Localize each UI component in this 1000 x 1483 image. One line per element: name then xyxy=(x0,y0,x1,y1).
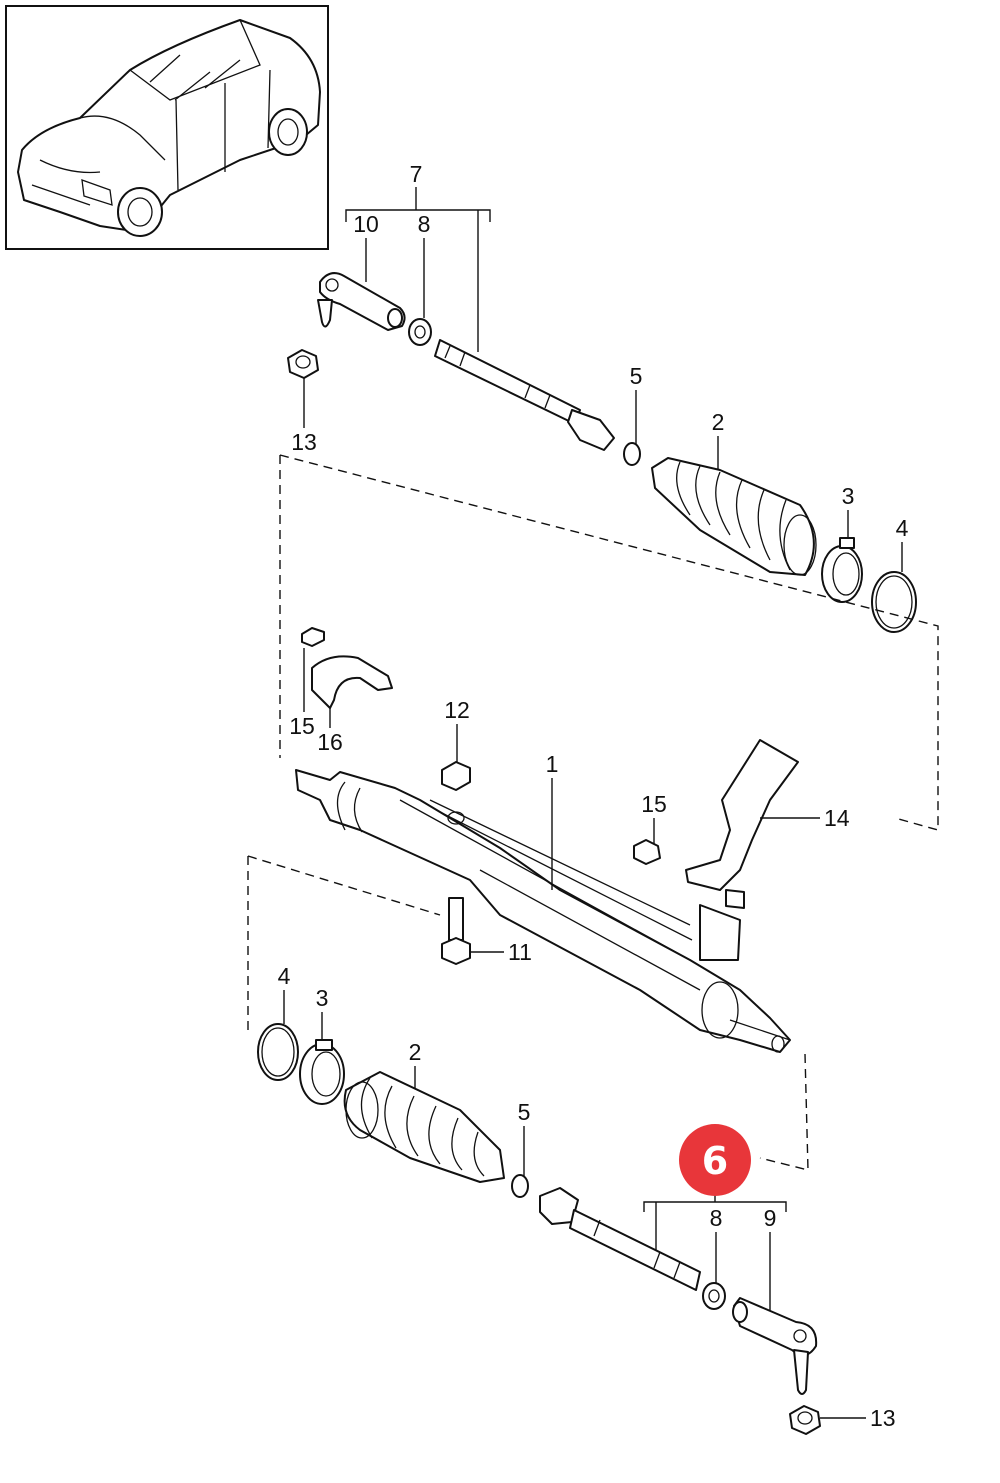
label-4-top: 4 xyxy=(896,515,909,541)
label-7: 7 xyxy=(410,161,423,187)
steering-rack-1[interactable] xyxy=(295,769,791,1053)
clip-5-bottom[interactable] xyxy=(511,1174,529,1198)
boot-2-bottom[interactable] xyxy=(343,1071,505,1183)
tie-rod-end-top[interactable] xyxy=(317,272,406,331)
badge-circle xyxy=(679,1124,751,1196)
label-14: 14 xyxy=(824,805,850,831)
label-15-right: 15 xyxy=(641,791,667,817)
mounting-bracket-14[interactable] xyxy=(685,739,799,891)
nut-8-top[interactable] xyxy=(408,318,432,346)
o-ring-4-top[interactable] xyxy=(871,571,917,633)
label-15-left: 15 xyxy=(289,713,315,739)
nut-12[interactable] xyxy=(441,761,471,791)
label-8-top: 8 xyxy=(418,211,431,237)
label-9: 9 xyxy=(764,1205,777,1231)
label-16: 16 xyxy=(317,729,343,755)
bolt-15-left[interactable] xyxy=(301,627,325,647)
label-13-top: 13 xyxy=(291,429,317,455)
inner-tie-rod-bottom[interactable] xyxy=(539,1187,701,1291)
tie-rod-end-bottom[interactable] xyxy=(732,1297,818,1395)
badge-6: 6 xyxy=(679,1124,751,1196)
label-5-bottom: 5 xyxy=(518,1099,531,1125)
label-8-bottom: 8 xyxy=(710,1205,723,1231)
label-5-top: 5 xyxy=(630,363,643,389)
nut-8-bottom[interactable] xyxy=(702,1282,726,1310)
clamp-3-bottom[interactable] xyxy=(299,1039,345,1105)
clamp-bracket-16[interactable] xyxy=(311,655,393,709)
clip-5-top[interactable] xyxy=(623,442,641,466)
label-4-bottom: 4 xyxy=(278,963,291,989)
label-10: 10 xyxy=(353,211,379,237)
label-11: 11 xyxy=(508,939,532,965)
label-3-top: 3 xyxy=(842,483,855,509)
label-13-bottom: 13 xyxy=(870,1405,896,1431)
label-1: 1 xyxy=(546,751,559,777)
label-3-bottom: 3 xyxy=(316,985,329,1011)
label-12: 12 xyxy=(444,697,470,723)
bracket-7 xyxy=(345,187,491,352)
car-thumbnail-icon[interactable] xyxy=(5,5,329,250)
bolt-11[interactable] xyxy=(441,897,471,965)
boot-2-top[interactable] xyxy=(651,457,817,576)
o-ring-4-bottom[interactable] xyxy=(257,1023,299,1081)
label-2-bottom: 2 xyxy=(409,1039,422,1065)
badge-label-6: 6 xyxy=(702,1139,728,1183)
nut-13-top[interactable] xyxy=(287,349,319,379)
nut-13-bottom[interactable] xyxy=(789,1405,821,1435)
bolt-15-right[interactable] xyxy=(633,839,661,865)
guide-dashed-bottom xyxy=(247,855,809,1171)
inner-tie-rod-top[interactable] xyxy=(434,339,615,451)
label-2-top: 2 xyxy=(712,409,725,435)
clamp-3-top[interactable] xyxy=(821,537,863,603)
guide-dashed-top xyxy=(279,454,939,831)
